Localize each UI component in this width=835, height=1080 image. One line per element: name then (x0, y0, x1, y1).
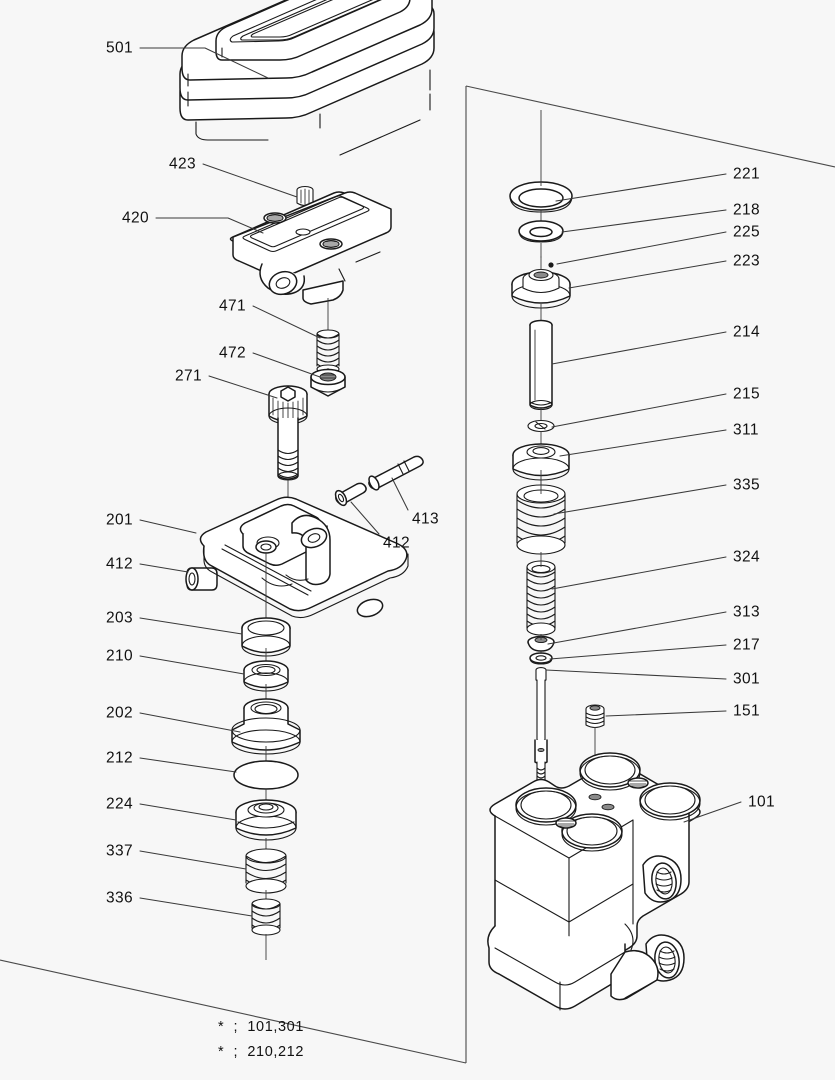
part-label-223: 223 (733, 252, 761, 270)
part-412-bushing-right (334, 482, 367, 507)
part-label-324: 324 (733, 548, 761, 566)
part-label-335: 335 (733, 476, 761, 494)
part-203-ring (241, 617, 291, 666)
part-label-151: 151 (733, 702, 761, 720)
part-label-420: 420 (121, 209, 149, 227)
part-label-210: 210 (105, 647, 133, 665)
part-label-472: 472 (218, 344, 246, 362)
part-301-pushrod (534, 667, 548, 880)
part-label-217: 217 (733, 636, 761, 654)
part-label-413: 413 (412, 510, 440, 528)
part-223-seat (511, 256, 571, 320)
part-215-clip (527, 419, 555, 444)
part-label-224: 224 (105, 795, 133, 813)
part-202-guide (231, 698, 301, 764)
part-label-218: 218 (733, 201, 761, 219)
part-217-washer (529, 651, 553, 665)
part-311-retainer (512, 443, 570, 490)
part-218-washer (518, 220, 564, 258)
vertical-divider (0, 85, 835, 1064)
part-413-pin (368, 455, 424, 491)
part-label-311: 311 (733, 421, 759, 439)
part-label-221: 221 (733, 165, 761, 183)
part-label-271: 271 (174, 367, 202, 385)
part-label-412-left: 412 (105, 555, 133, 573)
part-label-301: 301 (733, 670, 761, 688)
leader-lines (139, 47, 742, 917)
part-335-spring (516, 470, 566, 555)
part-label-225: 225 (733, 223, 761, 241)
part-324-spring (526, 552, 556, 636)
part-210-seal (243, 660, 289, 704)
part-label-101: 101 (748, 793, 776, 811)
part-label-337: 337 (105, 842, 133, 860)
part-214-plunger (529, 319, 553, 420)
part-label-214: 214 (733, 323, 761, 341)
part-151-plug (585, 704, 605, 825)
part-label-313: 313 (733, 603, 761, 621)
part-337-spring (245, 848, 287, 900)
part-313-cap (527, 634, 555, 652)
part-201-lever (199, 496, 409, 622)
part-336-spring (251, 898, 281, 960)
part-label-471: 471 (218, 297, 246, 315)
part-label-501: 501 (105, 39, 133, 57)
part-212-oring (233, 760, 299, 800)
part-472-nut (310, 368, 346, 397)
part-label-203: 203 (105, 609, 133, 627)
part-label-202: 202 (105, 704, 133, 722)
part-label-423: 423 (168, 155, 196, 173)
part-420-bracket (229, 191, 392, 330)
part-221-oring (509, 110, 573, 222)
part-501-boot (179, 0, 435, 156)
part-label-215: 215 (733, 385, 761, 403)
part-412-bushing-left (185, 567, 218, 591)
part-label-336: 336 (105, 889, 133, 907)
footnote-line-1: * ; 101,301 (218, 1018, 304, 1035)
footnote-line-2: * ; 210,212 (218, 1043, 304, 1060)
part-label-212: 212 (105, 749, 133, 767)
part-label-412-right: 412 (383, 534, 411, 552)
part-101-valve-body (487, 752, 701, 1011)
part-label-201: 201 (105, 511, 133, 529)
